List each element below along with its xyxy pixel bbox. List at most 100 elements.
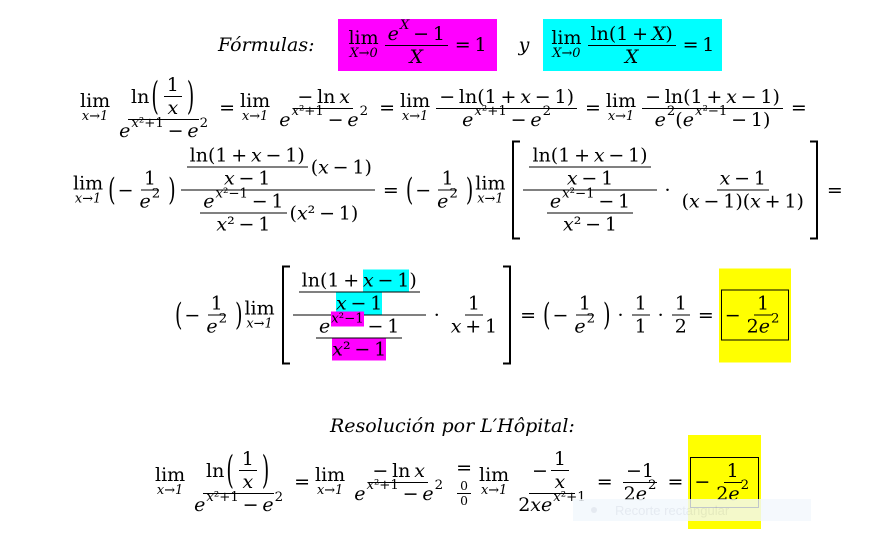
math-symbol: − 1) xyxy=(261,144,305,167)
math-symbol: − xyxy=(645,85,665,108)
math-symbol: − 1 xyxy=(247,190,284,213)
limit-subscript: x→1 xyxy=(156,483,184,499)
math-symbol: − xyxy=(506,108,531,131)
lhopital-title: Resolución por L′Hôpital: xyxy=(330,415,575,437)
lim-label: lim xyxy=(475,172,506,195)
math-symbol: ( xyxy=(310,156,319,178)
variable: x xyxy=(336,292,347,315)
denominator: x xyxy=(164,97,181,119)
right-paren: ) xyxy=(168,172,176,208)
ln-symbol: ln xyxy=(590,22,609,45)
exponent: 2 xyxy=(219,311,227,326)
ln-symbol: ln xyxy=(301,269,320,292)
variable: X xyxy=(409,45,424,68)
exponent: 2 xyxy=(152,186,160,201)
ln-symbol: ln xyxy=(317,85,336,108)
math-symbol: − xyxy=(724,304,741,326)
math-text: − 1 xyxy=(248,191,284,213)
math-symbol: 1 xyxy=(210,292,223,315)
numerator: 1 xyxy=(631,293,650,316)
math-text: 2 xyxy=(667,104,675,119)
math-text: e xyxy=(550,191,561,213)
variable: e xyxy=(541,494,553,516)
snip-tooltip: Recorte rectangular xyxy=(573,499,811,521)
math-text: − 1) xyxy=(727,109,770,131)
lim-label: lim xyxy=(605,90,637,113)
math-text: 0 xyxy=(460,494,468,508)
math-symbol: 1 xyxy=(467,292,480,315)
highlight-cyan: x − 1 xyxy=(363,269,410,292)
lim-label: lim xyxy=(73,172,104,195)
operator: = xyxy=(520,304,537,326)
denominator: x − 1 xyxy=(333,292,385,315)
operator: = xyxy=(456,456,473,479)
exponent: 2 xyxy=(360,104,368,119)
math-text: ln xyxy=(131,86,149,108)
math-symbol: 2 xyxy=(666,104,676,120)
variable: x xyxy=(332,338,343,361)
math-text: 1 xyxy=(468,293,480,315)
math-symbol: (1 + xyxy=(319,269,363,292)
math-text: ln xyxy=(206,460,224,482)
ln-symbol: ln xyxy=(532,144,551,167)
numerator: 1 xyxy=(238,448,257,471)
variable: x xyxy=(414,459,425,482)
variable: e xyxy=(758,315,770,338)
connector-y: y xyxy=(518,34,530,56)
math-symbol: 0 xyxy=(460,478,468,493)
math-text: 2 xyxy=(675,316,687,338)
math-symbol: 1 xyxy=(634,315,647,338)
variable: e xyxy=(422,482,434,505)
math-symbol: ²+1 xyxy=(481,104,507,120)
variable: e xyxy=(682,108,694,131)
math-symbol: 2 xyxy=(449,186,458,202)
variable: x xyxy=(719,167,731,190)
math-symbol: − xyxy=(694,471,711,493)
left-paren: ( xyxy=(175,297,183,333)
math-text: − 1 xyxy=(595,191,630,213)
numerator: 1 xyxy=(575,293,594,316)
exponent: 2 xyxy=(200,116,208,131)
math-symbol: − xyxy=(184,304,201,326)
limit-subscript: X→0 xyxy=(552,46,581,62)
math-text: 1 xyxy=(727,460,739,482)
math-text: 1 xyxy=(167,74,179,96)
math-symbol: 1 xyxy=(553,448,566,470)
math-symbol: (1 + xyxy=(550,144,594,167)
math-text: 2 xyxy=(219,311,227,326)
math-symbol: 2 xyxy=(218,311,228,327)
math-text: ) xyxy=(409,270,416,292)
numerator: − ln x xyxy=(294,86,353,109)
variable: e xyxy=(206,315,218,338)
variable: x xyxy=(553,489,561,505)
variable: e xyxy=(354,482,366,505)
lim-label: lim xyxy=(240,90,271,113)
